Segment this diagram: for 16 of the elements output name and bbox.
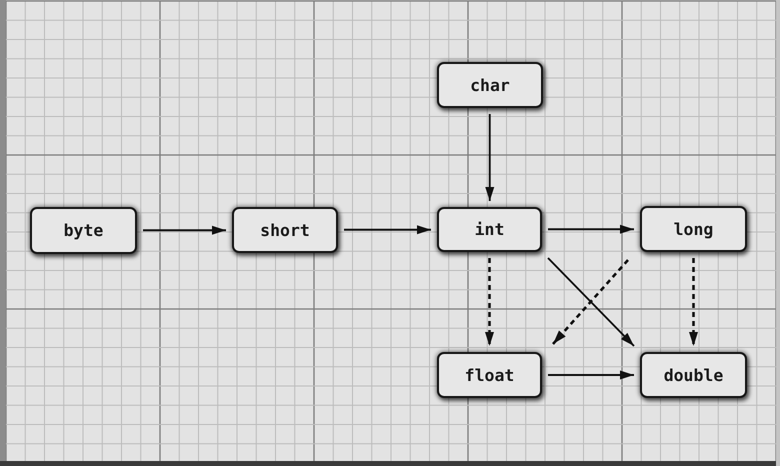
dashed-arrow — [689, 258, 698, 346]
arrow — [485, 114, 494, 201]
arrow — [548, 370, 634, 380]
type-box: int — [437, 207, 542, 252]
arrow — [344, 225, 431, 234]
arrow — [547, 257, 635, 347]
type-box: byte — [30, 207, 137, 254]
type-box: long — [640, 206, 747, 252]
type-box: short — [232, 207, 338, 253]
type-box: char — [437, 62, 543, 108]
dashed-arrow — [552, 259, 629, 345]
type-box: double — [640, 352, 747, 398]
arrow — [143, 226, 226, 235]
dashed-arrow — [485, 258, 494, 346]
arrow — [548, 224, 634, 234]
type-box: float — [437, 352, 542, 398]
